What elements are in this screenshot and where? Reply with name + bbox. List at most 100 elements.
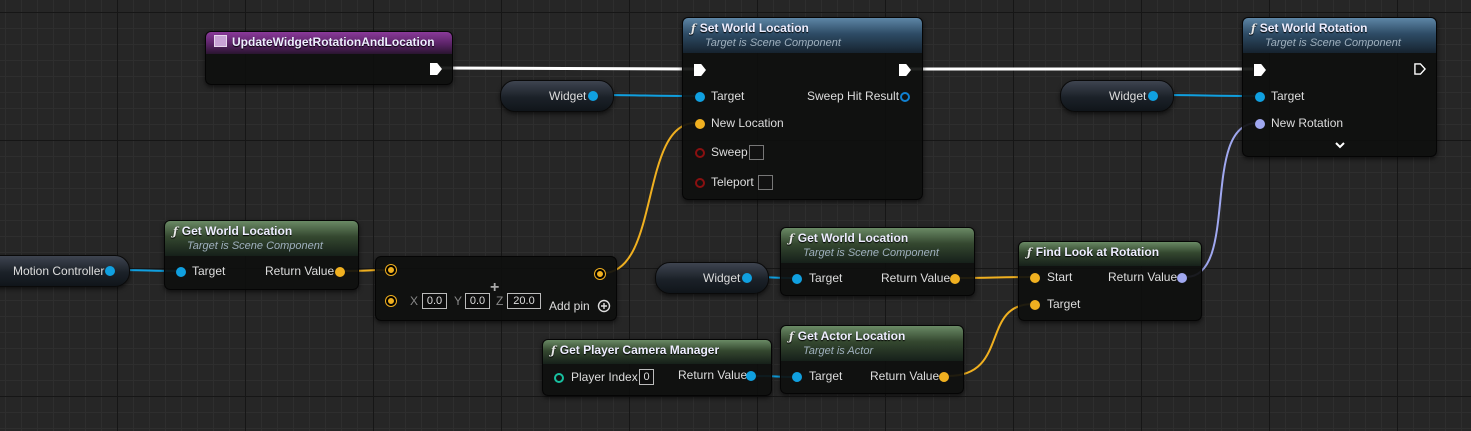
get-actor-location-title: Get Actor Location bbox=[797, 329, 906, 343]
add-input-b-pin[interactable] bbox=[386, 296, 396, 306]
motion-controller-output-pin[interactable] bbox=[105, 266, 115, 276]
event-icon bbox=[214, 35, 227, 47]
exec-in-pin[interactable] bbox=[694, 64, 706, 76]
get-actor-location-subtitle: Target is Actor bbox=[803, 345, 874, 357]
target-pin[interactable] bbox=[1255, 92, 1265, 102]
widget-variable-node[interactable]: Widget bbox=[1060, 80, 1174, 112]
chevron-down-icon[interactable] bbox=[1335, 142, 1345, 150]
start-label: Start bbox=[1047, 270, 1073, 284]
event-node-update-widget[interactable]: UpdateWidgetRotationAndLocation bbox=[205, 31, 453, 85]
add-output-pin[interactable] bbox=[595, 269, 605, 279]
look-target-pin[interactable] bbox=[1030, 300, 1040, 310]
exec-in-pin[interactable] bbox=[1254, 64, 1266, 76]
teleport-label: Teleport bbox=[711, 175, 754, 189]
sweep-hit-result-label: Sweep Hit Result bbox=[807, 89, 900, 103]
exec-out-pin[interactable] bbox=[899, 64, 911, 76]
widget-output-pin[interactable] bbox=[588, 91, 598, 101]
get-world-location-title: Get World Location bbox=[181, 224, 293, 238]
function-icon: ƒ bbox=[551, 344, 556, 357]
exec-out-pin[interactable] bbox=[430, 63, 442, 75]
return-value-label: Return Value bbox=[870, 369, 940, 383]
new-rotation-label: New Rotation bbox=[1271, 116, 1344, 130]
sweep-checkbox[interactable] bbox=[749, 145, 764, 160]
add-vector-node[interactable]: + X 0.0 Y 0.0 Z 20.0 Add pin bbox=[375, 256, 617, 321]
z-axis-label: Z bbox=[496, 294, 504, 308]
add-input-a-pin[interactable] bbox=[386, 265, 396, 275]
widget-variable-node[interactable]: Widget bbox=[655, 262, 769, 294]
get-player-camera-manager-title: Get Player Camera Manager bbox=[559, 343, 720, 357]
motion-controller-label: Motion Controller bbox=[13, 264, 105, 278]
function-icon: ƒ bbox=[789, 330, 794, 343]
get-world-location-subtitle: Target is Scene Component bbox=[187, 240, 323, 252]
widget-variable-label: Widget bbox=[703, 271, 741, 285]
add-operator-icon: + bbox=[490, 279, 500, 296]
event-node-header: UpdateWidgetRotationAndLocation bbox=[206, 32, 452, 54]
teleport-pin[interactable] bbox=[695, 178, 705, 188]
widget-variable-node[interactable]: Widget bbox=[500, 80, 614, 112]
get-world-location-title: Get World Location bbox=[797, 231, 909, 245]
new-rotation-pin[interactable] bbox=[1255, 119, 1265, 129]
y-axis-label: Y bbox=[454, 294, 463, 308]
add-pin-label[interactable]: Add pin bbox=[549, 299, 590, 313]
function-icon: ƒ bbox=[691, 22, 696, 35]
return-value-pin[interactable] bbox=[1177, 273, 1187, 283]
add-pin-icon[interactable] bbox=[597, 299, 611, 313]
z-value-input[interactable]: 20.0 bbox=[507, 293, 541, 309]
set-world-location-title: Set World Location bbox=[699, 21, 809, 35]
start-pin[interactable] bbox=[1030, 273, 1040, 283]
player-index-label: Player Index bbox=[571, 370, 638, 384]
find-look-at-rotation-title: Find Look at Rotation bbox=[1035, 245, 1160, 259]
player-index-pin[interactable] bbox=[554, 373, 564, 383]
set-world-location-subtitle: Target is Scene Component bbox=[705, 37, 841, 49]
target-pin[interactable] bbox=[695, 92, 705, 102]
return-value-pin[interactable] bbox=[746, 371, 756, 381]
event-node-title: UpdateWidgetRotationAndLocation bbox=[232, 35, 435, 49]
target-label: Target bbox=[192, 264, 226, 278]
sweep-label: Sweep bbox=[711, 145, 748, 159]
function-icon: ƒ bbox=[173, 225, 178, 238]
x-value-input[interactable]: 0.0 bbox=[422, 293, 447, 309]
new-location-label: New Location bbox=[711, 116, 784, 130]
teleport-checkbox[interactable] bbox=[758, 175, 773, 190]
player-index-input[interactable]: 0 bbox=[639, 369, 654, 385]
return-value-label: Return Value bbox=[265, 264, 335, 278]
sweep-pin[interactable] bbox=[695, 148, 705, 158]
motion-controller-variable-node[interactable]: Motion Controller bbox=[0, 255, 130, 287]
function-icon: ƒ bbox=[1251, 22, 1256, 35]
function-icon: ƒ bbox=[1027, 246, 1032, 259]
exec-wire-event-to-set-location bbox=[439, 66, 695, 71]
y-value-input[interactable]: 0.0 bbox=[465, 293, 490, 309]
return-value-pin[interactable] bbox=[335, 267, 345, 277]
target-pin[interactable] bbox=[792, 372, 802, 382]
target-label: Target bbox=[809, 369, 843, 383]
sweep-hit-result-pin[interactable] bbox=[900, 92, 910, 102]
x-axis-label: X bbox=[410, 294, 419, 308]
target-pin[interactable] bbox=[792, 274, 802, 284]
widget-variable-label: Widget bbox=[1109, 89, 1147, 103]
return-value-pin[interactable] bbox=[950, 274, 960, 284]
look-target-label: Target bbox=[1047, 297, 1081, 311]
function-icon: ƒ bbox=[789, 232, 794, 245]
set-world-rotation-title: Set World Rotation bbox=[1259, 21, 1368, 35]
return-value-label: Return Value bbox=[1108, 270, 1178, 284]
exec-out-pin[interactable] bbox=[1414, 63, 1426, 75]
target-pin[interactable] bbox=[176, 267, 186, 277]
get-world-location-subtitle: Target is Scene Component bbox=[803, 247, 939, 259]
widget-output-pin[interactable] bbox=[1148, 91, 1158, 101]
return-value-pin[interactable] bbox=[939, 372, 949, 382]
widget-variable-label: Widget bbox=[549, 89, 587, 103]
new-location-pin[interactable] bbox=[695, 119, 705, 129]
widget-output-pin[interactable] bbox=[742, 273, 752, 283]
